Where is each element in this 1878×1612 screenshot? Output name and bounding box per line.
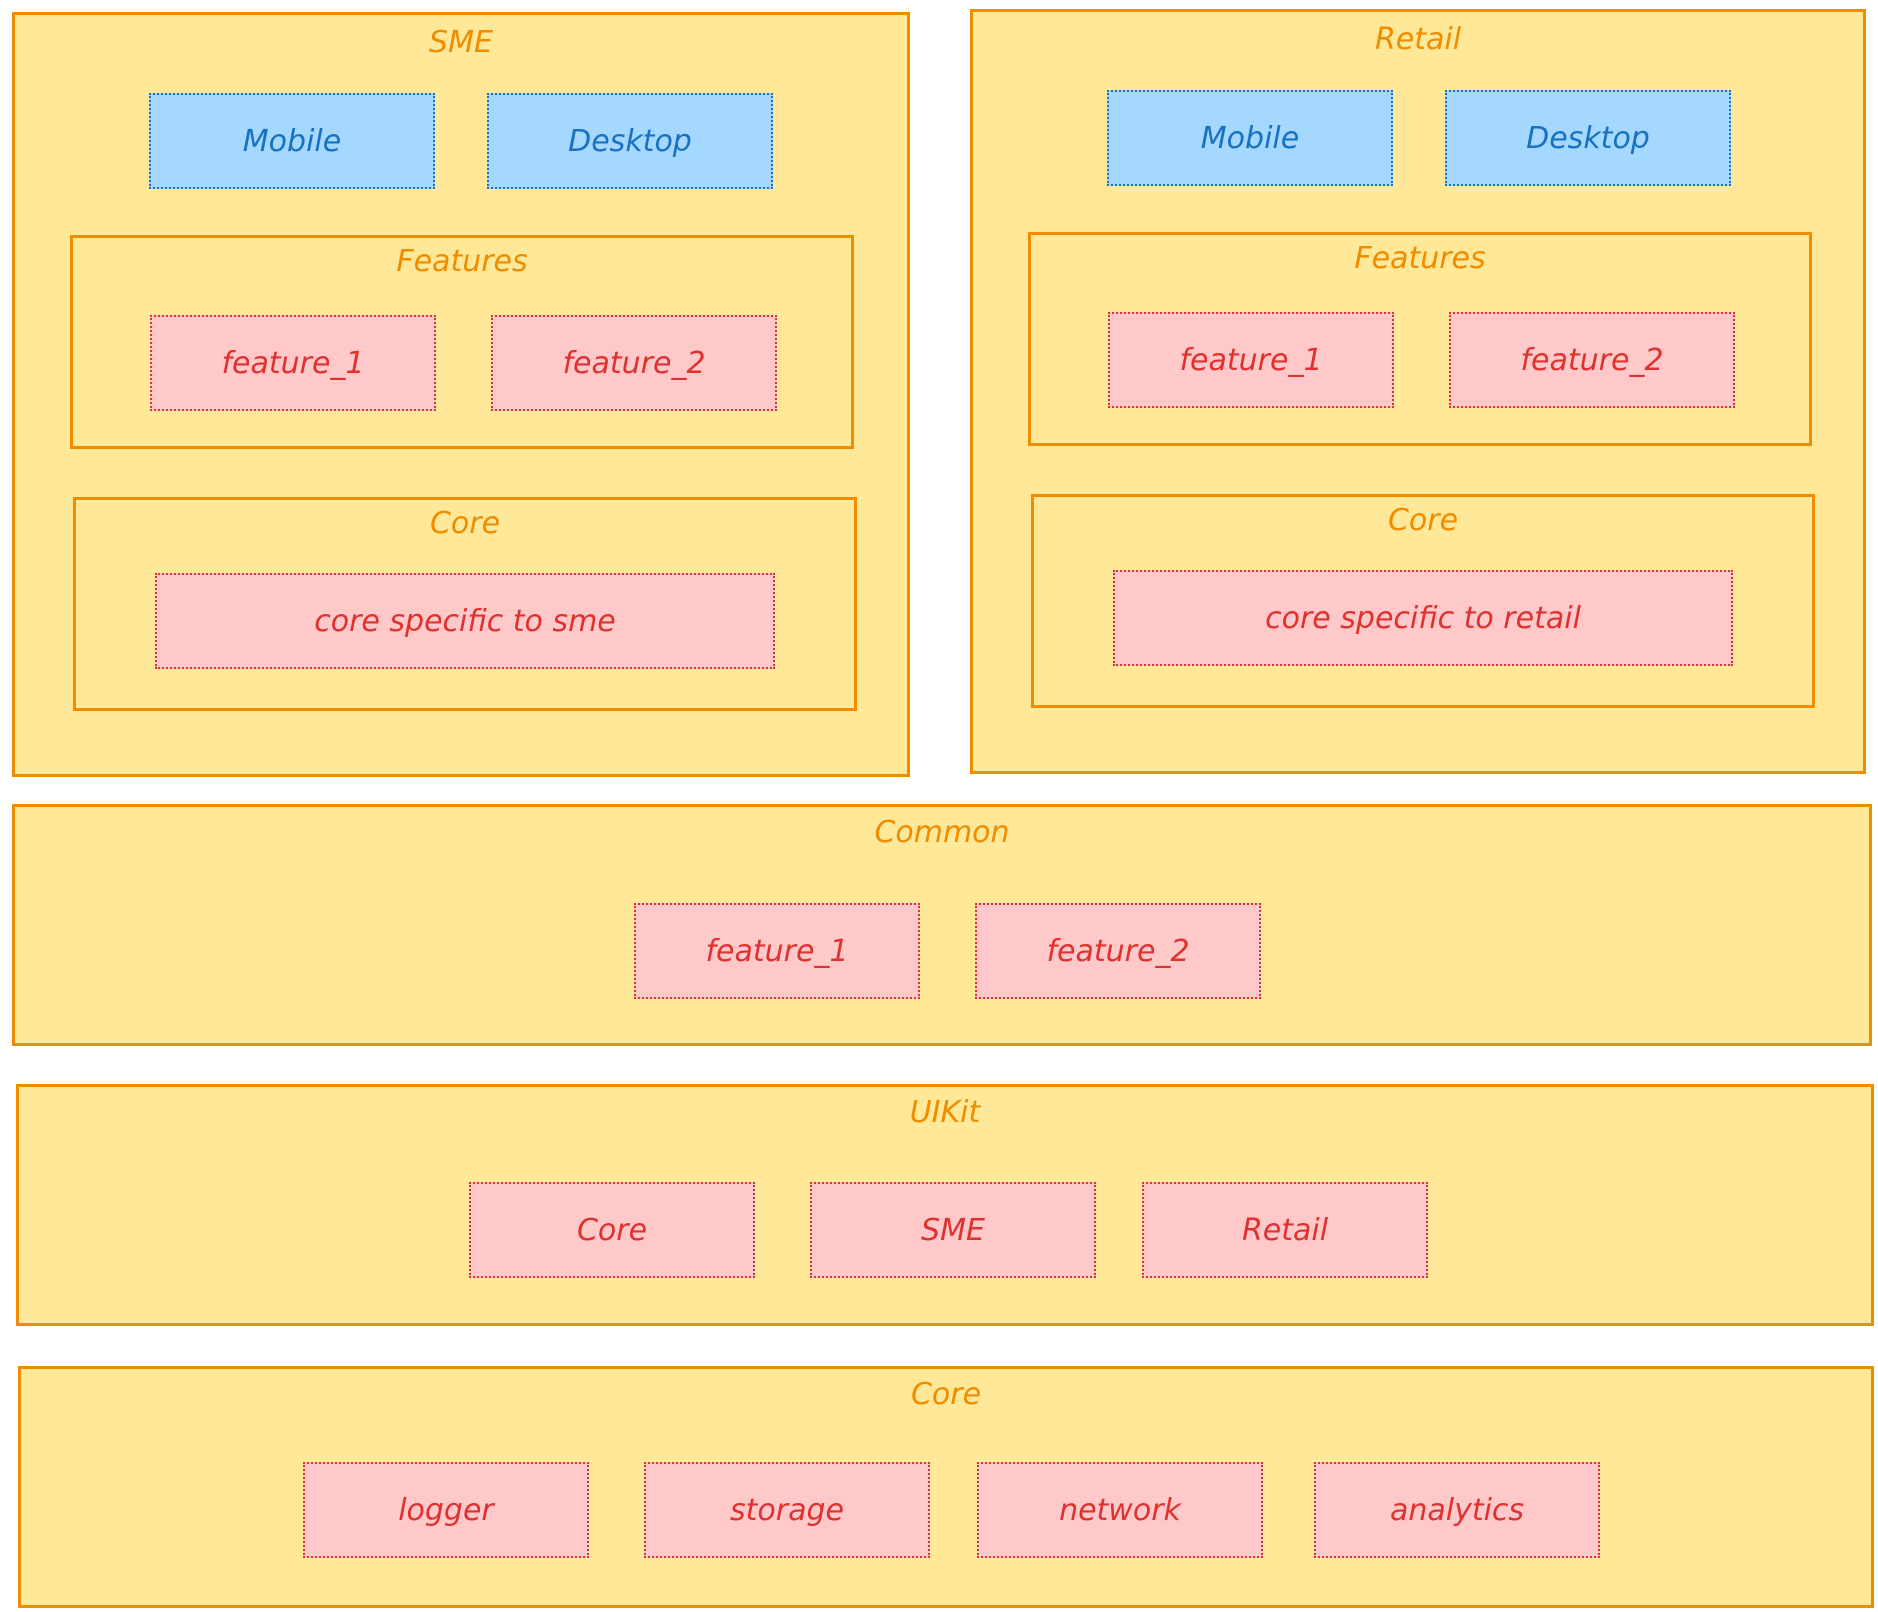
retail-mobile-app: Mobile [1107,90,1393,186]
uikit-container: UIKit Core SME Retail [16,1084,1874,1326]
common-feature-1: feature_1 [634,903,920,999]
core-logger-module: logger [303,1462,589,1558]
sme-container: SME Mobile Desktop Features feature_1 fe… [12,12,910,777]
retail-container: Retail Mobile Desktop Features feature_1… [970,9,1866,774]
uikit-retail-module: Retail [1142,1182,1428,1278]
uikit-title: UIKit [909,1095,981,1130]
retail-feature-2: feature_2 [1449,312,1735,408]
sme-core-title: Core [429,506,501,541]
retail-feature-1: feature_1 [1108,312,1394,408]
retail-core-title: Core [1387,503,1459,538]
sme-features-group: Features feature_1 feature_2 [70,235,854,449]
uikit-core-module: Core [469,1182,755,1278]
retail-core-group: Core core specific to retail [1031,494,1815,708]
core-network-module: network [977,1462,1263,1558]
common-container: Common feature_1 feature_2 [12,804,1872,1046]
sme-desktop-app: Desktop [487,93,773,189]
sme-feature-2: feature_2 [491,315,777,411]
uikit-sme-module: SME [810,1182,1096,1278]
sme-title: SME [429,25,493,60]
sme-features-title: Features [396,244,528,279]
sme-feature-1: feature_1 [150,315,436,411]
retail-features-group: Features feature_1 feature_2 [1028,232,1812,446]
sme-mobile-app: Mobile [149,93,435,189]
retail-title: Retail [1374,22,1462,57]
sme-core-specific: core specific to sme [155,573,775,669]
retail-core-specific: core specific to retail [1113,570,1733,666]
common-feature-2: feature_2 [975,903,1261,999]
core-container: Core logger storage network analytics [18,1366,1874,1608]
core-title: Core [910,1377,982,1412]
core-storage-module: storage [644,1462,930,1558]
sme-core-group: Core core specific to sme [73,497,857,711]
retail-desktop-app: Desktop [1445,90,1731,186]
retail-features-title: Features [1354,241,1486,276]
common-title: Common [874,815,1010,850]
core-analytics-module: analytics [1314,1462,1600,1558]
